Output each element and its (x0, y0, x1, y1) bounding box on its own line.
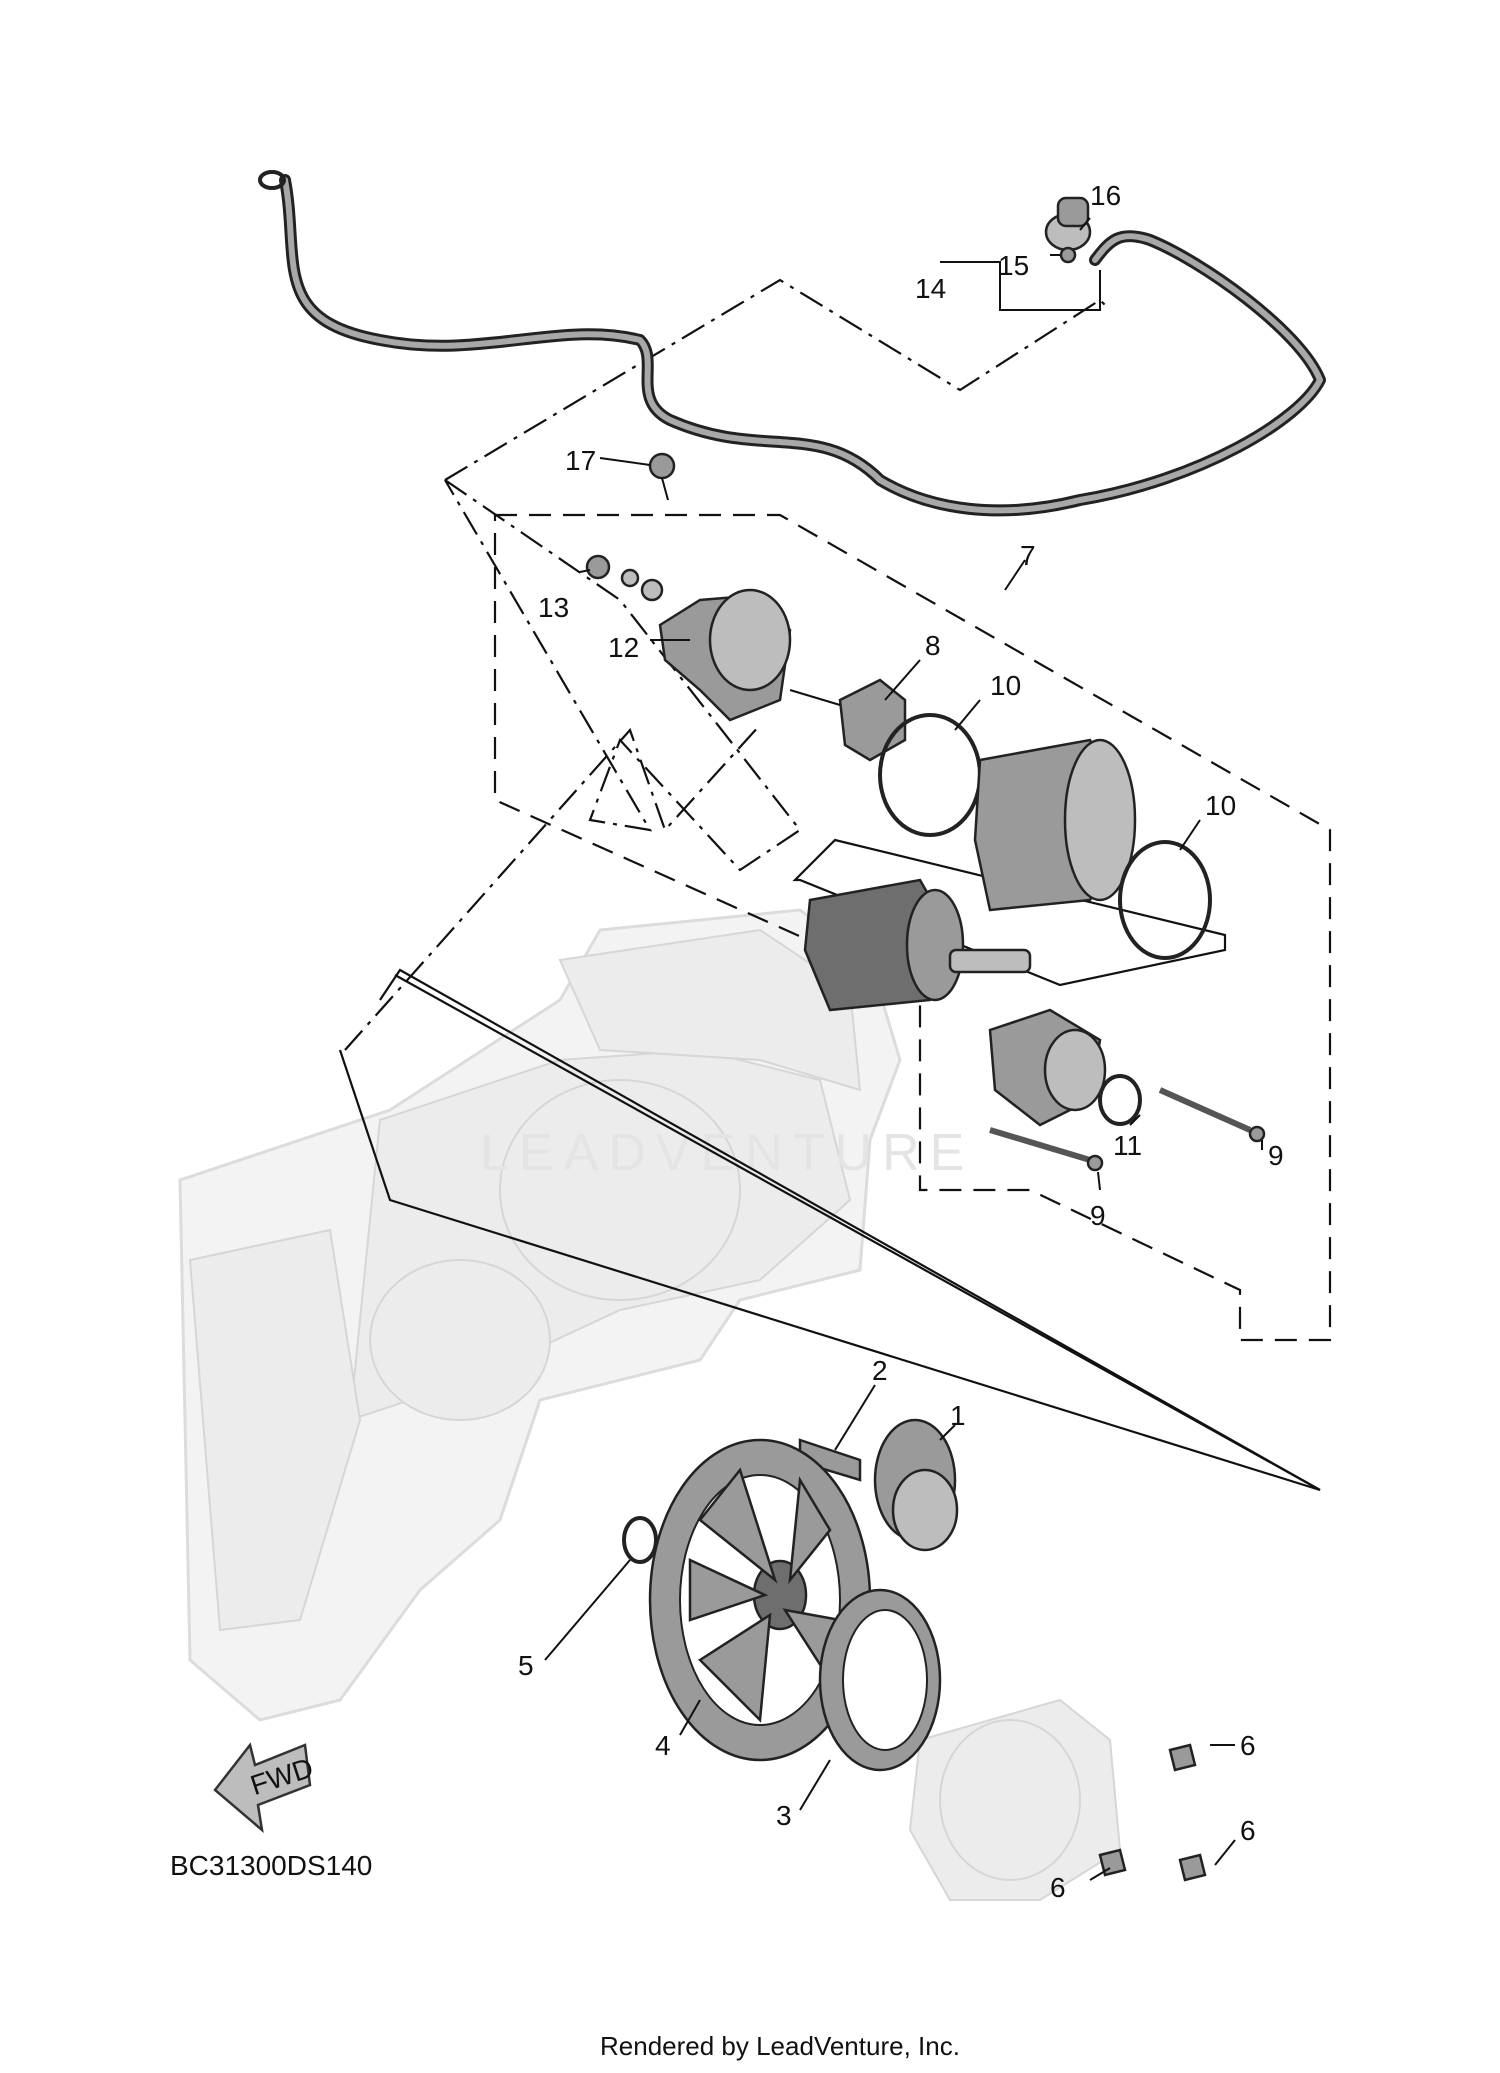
part-15-cap (1044, 196, 1092, 252)
watermark: LEADVENTURE (480, 1124, 974, 1182)
part-9-bolt-left (989, 1127, 1104, 1172)
cable-terminal-ring (258, 170, 286, 190)
part-6-bolts (1098, 1743, 1207, 1882)
callout-14: 14 (915, 273, 946, 304)
part-8-brush-holder (789, 678, 907, 762)
washer (620, 568, 640, 588)
callout-11: 11 (1113, 1130, 1142, 1161)
callout-7: 7 (1020, 540, 1036, 571)
callout-6-b: 6 (1240, 1815, 1256, 1846)
part-3-one-way-clutch (818, 1588, 942, 1772)
starter-armature (803, 878, 1032, 1012)
diagram-code: BC31300DS140 (170, 1850, 372, 1881)
callout-10-b: 10 (1205, 790, 1236, 821)
callout-5: 5 (518, 1650, 534, 1681)
starter-front-cover (988, 1008, 1107, 1127)
callout-13: 13 (538, 592, 569, 623)
callout-15: 15 (998, 250, 1029, 281)
part-1-idle-gear (873, 1418, 959, 1552)
callout-17: 17 (565, 445, 596, 476)
part-5-washer (622, 1516, 658, 1564)
part-10-o-ring-upper (878, 713, 982, 837)
group-frames (338, 278, 1332, 1492)
part-16-nut (1059, 246, 1077, 264)
starter-cable (258, 170, 1326, 517)
part-13-nut (585, 554, 611, 580)
part-10-o-ring-lower (1118, 840, 1212, 960)
callout-12: 12 (608, 632, 639, 663)
engine-case-ghost (178, 908, 1122, 1901)
callouts: 1 2 3 4 5 6 6 6 7 8 9 9 10 10 11 12 13 1… (518, 180, 1284, 1903)
leader-lines (544, 217, 1263, 1881)
footer-credit: Rendered by LeadVenture, Inc. (600, 2031, 960, 2061)
part-starter-end-cover (658, 588, 792, 722)
forward-direction-arrow: FWD (213, 1742, 317, 1834)
washer (640, 578, 664, 602)
part-9-bolt-right (1158, 1087, 1266, 1143)
callout-10-a: 10 (990, 670, 1021, 701)
callout-4: 4 (655, 1730, 671, 1761)
part-4-starter-wheel-gear (648, 1438, 872, 1762)
callout-2: 2 (872, 1355, 888, 1386)
starter-yoke (973, 738, 1137, 912)
part-17-bolt (648, 452, 676, 501)
callout-8: 8 (925, 630, 941, 661)
callout-16: 16 (1090, 180, 1121, 211)
callout-6-a: 6 (1240, 1730, 1256, 1761)
part-11-o-ring (1098, 1074, 1142, 1126)
callout-1: 1 (950, 1400, 966, 1431)
callout-6-c: 6 (1050, 1872, 1066, 1903)
callout-9-a: 9 (1268, 1140, 1284, 1171)
callout-9-b: 9 (1090, 1200, 1106, 1231)
callout-3: 3 (776, 1800, 792, 1831)
